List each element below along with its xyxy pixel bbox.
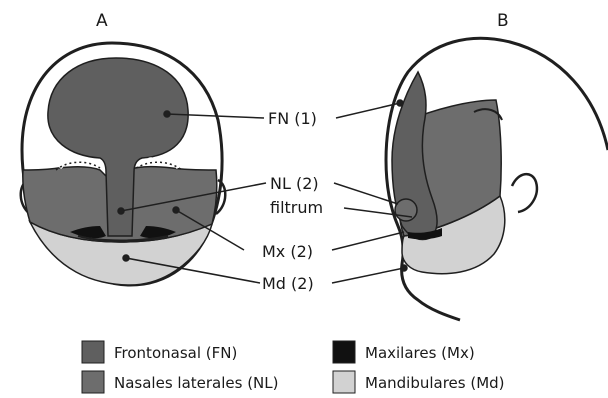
leader-mx-b xyxy=(332,232,404,250)
leader-md-a-dot xyxy=(123,255,129,261)
label-fn: FN (1) xyxy=(268,109,317,128)
lateral-ear xyxy=(512,174,537,212)
panel-label-b: B xyxy=(497,11,509,31)
label-md: Md (2) xyxy=(262,274,314,293)
leader-md-b-dot xyxy=(401,265,407,271)
leader-fn-b-dot xyxy=(397,100,403,106)
frontal-view xyxy=(21,43,226,285)
label-filtrum: filtrum xyxy=(270,198,323,217)
panel-label-a: A xyxy=(96,11,108,31)
leader-mx-a-dot xyxy=(173,207,179,213)
legend: Frontonasal (FN) Maxilares (Mx) Nasales … xyxy=(82,341,505,393)
lateral-view xyxy=(386,38,608,320)
legend-label-frontonasal: Frontonasal (FN) xyxy=(114,344,237,362)
label-nl: NL (2) xyxy=(270,174,319,193)
legend-swatch-frontonasal xyxy=(82,341,104,363)
legend-label-mandibulares: Mandibulares (Md) xyxy=(365,374,505,392)
leader-nl-a-dot xyxy=(118,208,124,214)
label-mx: Mx (2) xyxy=(262,242,313,261)
legend-label-nasales-laterales: Nasales laterales (NL) xyxy=(114,374,279,392)
legend-label-maxilares: Maxilares (Mx) xyxy=(365,344,475,362)
leader-fn-a-dot xyxy=(164,111,170,117)
legend-swatch-maxilares xyxy=(333,341,355,363)
leader-md-b xyxy=(332,268,404,283)
lateral-nasal-bulge xyxy=(395,199,417,221)
legend-swatch-nasales-laterales xyxy=(82,371,104,393)
legend-swatch-mandibulares xyxy=(333,371,355,393)
